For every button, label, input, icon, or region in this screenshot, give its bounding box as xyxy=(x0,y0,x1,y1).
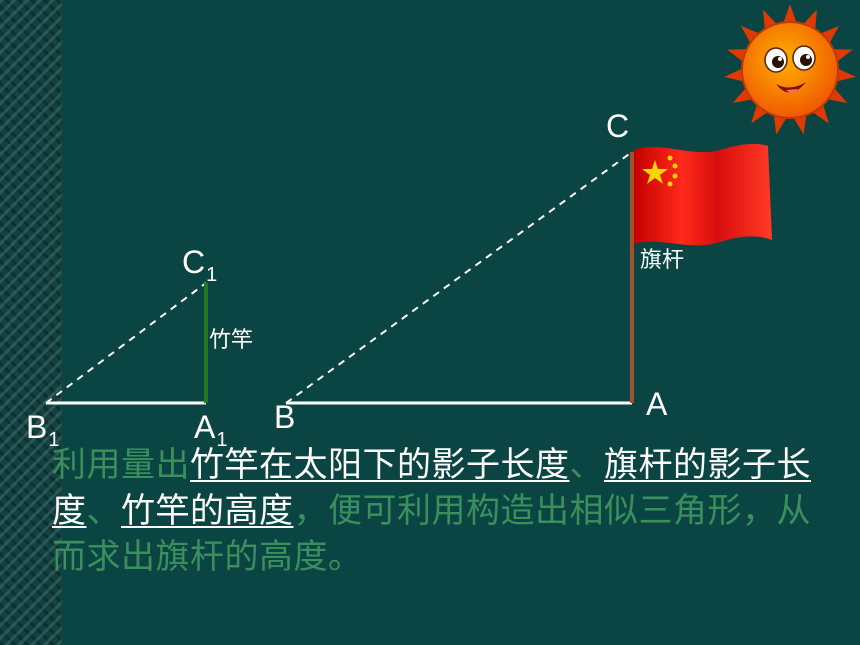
caption-text: 利用量出 xyxy=(52,445,190,485)
point-label-b: B xyxy=(274,399,296,435)
caption-highlight-pole-shadow: 竹竿在太阳下的影子长度 xyxy=(190,445,570,485)
big-hypotenuse-dashed xyxy=(285,151,633,404)
decorative-left-strip xyxy=(0,0,62,645)
point-label-a: A xyxy=(646,386,668,422)
point-label-b1: B1 xyxy=(26,409,60,451)
caption-text: 、 xyxy=(86,491,121,531)
small-star-icon xyxy=(667,155,673,161)
small-star-icon xyxy=(667,181,673,187)
caption-highlight-pole-height: 竹竿的高度 xyxy=(121,491,294,531)
point-label-c: C xyxy=(606,108,630,144)
point-label-a1: A1 xyxy=(194,409,228,451)
caption-text: ，便可利用构造出相似三角形，从而求出旗杆的高度。 xyxy=(52,491,811,577)
explanation-caption: 利用量出竹竿在太阳下的影子长度、旗杆的影子长度、竹竿的高度，便可利用构造出相似三… xyxy=(52,442,832,580)
chinese-flag-icon xyxy=(634,143,772,246)
small-hypotenuse-dashed xyxy=(45,282,207,404)
small-star-icon xyxy=(672,173,678,179)
small-star-icon xyxy=(672,163,678,169)
bamboo-pole-label: 竹竿 xyxy=(209,328,254,353)
caption-highlight-flagpole-shadow: 旗杆的影子长度 xyxy=(52,445,811,531)
smiling-sun-icon xyxy=(724,4,856,135)
point-label-c1: C1 xyxy=(182,244,218,286)
flagpole-label: 旗杆 xyxy=(640,248,685,273)
caption-text: 、 xyxy=(569,445,604,485)
large-star-icon xyxy=(642,160,668,184)
